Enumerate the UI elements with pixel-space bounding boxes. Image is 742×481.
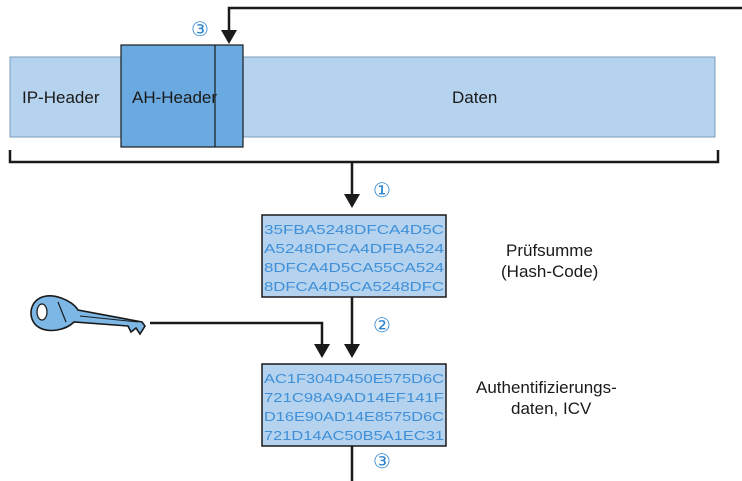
- step-2: ②: [373, 313, 391, 337]
- icv-label-line-1: Authentifizierungs-: [476, 378, 617, 397]
- arrow-step-2-head: [344, 344, 360, 358]
- hash-line-4: 8DFCA4D5CA5248DFC: [264, 279, 444, 294]
- hash-box: [261, 214, 447, 298]
- icv-line-4: 721D14AC50B5A1EC31: [264, 428, 444, 443]
- hash-line-1: 35FBA5248DFCA4D5C: [264, 222, 444, 237]
- key-arrow: [150, 321, 324, 346]
- ah-header-box: [120, 44, 244, 148]
- step-1: ①: [373, 178, 391, 202]
- key-icon: [30, 295, 146, 336]
- key-arrow-head: [314, 344, 330, 358]
- ah-header-label: AH-Header: [132, 88, 217, 107]
- icv-line-2: 721C98A9AD14EF141F: [264, 390, 444, 405]
- icv-box: [261, 363, 447, 447]
- feedback-arrowhead: [221, 30, 237, 44]
- icv-line-1: AC1F304D450E575D6C: [264, 371, 444, 386]
- packet-bracket: [8, 150, 720, 164]
- step-3-top: ③: [191, 17, 209, 41]
- step-3-bottom: ③: [373, 449, 391, 473]
- hash-label-line-2: (Hash-Code): [501, 262, 598, 281]
- icv-label-line-2: daten, ICV: [511, 399, 592, 418]
- hash-line-3: 8DFCA4D5CA55CA524: [264, 260, 444, 275]
- feedback-arrow: [227, 6, 742, 40]
- arrow-step-1-head: [344, 194, 360, 208]
- icv-line-3: D16E90AD14E8575D6C: [264, 409, 444, 424]
- ip-header-label: IP-Header: [22, 88, 100, 107]
- hash-label-line-1: Prüfsumme: [506, 241, 593, 260]
- hash-line-2: A5248DFCA4DFBA524: [264, 241, 444, 256]
- daten-label: Daten: [452, 88, 497, 107]
- packet-box: [9, 56, 716, 138]
